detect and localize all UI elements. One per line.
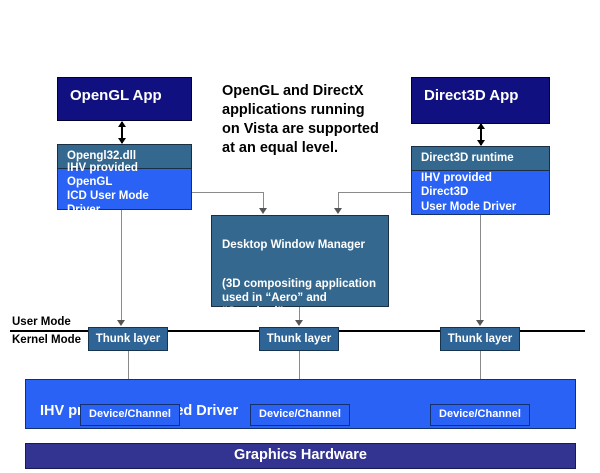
arrowhead-down-direct3d-runtime	[477, 140, 485, 146]
device-channel-box-3: Device/Channel	[430, 404, 530, 426]
graphics-hardware-label: Graphics Hardware	[234, 447, 367, 464]
opengl-icd-user-mode-driver-box: IHV provided OpenGL ICD User Mode Driver	[57, 162, 192, 216]
device-channel-box-2: Device/Channel	[250, 404, 350, 426]
connector-thunk2-to-devchan2	[299, 351, 300, 399]
direct3d-user-mode-driver-box: IHV provided Direct3D User Mode Driver	[411, 171, 550, 215]
connector-opengl-app-to-dll	[121, 122, 123, 143]
dwm-title: Desktop Window Manager	[222, 239, 366, 252]
arrowhead-dwm-from-direct3d	[334, 208, 342, 214]
opengl-icd-user-mode-driver-label: IHV provided OpenGL ICD User Mode Driver	[67, 161, 149, 217]
connector-thunk1-to-devchan1	[128, 351, 129, 399]
arrowhead-thunk2	[295, 320, 303, 326]
arrowhead-thunk1	[117, 320, 125, 326]
thunk-layer-label-2: Thunk layer	[266, 332, 332, 345]
direct3d-runtime-label: Direct3D runtime	[421, 152, 514, 165]
device-channel-label-2: Device/Channel	[259, 408, 341, 421]
device-channel-box-1: Device/Channel	[80, 404, 180, 426]
kernel-mode-label: Kernel Mode	[12, 334, 82, 346]
graphics-hardware-band: Graphics Hardware	[25, 443, 576, 469]
thunk-layer-box-2: Thunk layer	[259, 327, 339, 351]
arrowhead-up-opengl-app	[118, 121, 126, 127]
direct3d-runtime-box: Direct3D runtime	[411, 146, 550, 171]
connector-direct3d-app-to-runtime	[480, 124, 482, 145]
connector-opengl-icd-to-dwm-vertical	[263, 192, 264, 210]
thunk-layer-box-1: Thunk layer	[88, 327, 168, 351]
opengl32-dll-box: Opengl32.dll	[57, 144, 192, 169]
opengl32-dll-label: Opengl32.dll	[67, 150, 137, 163]
arrowhead-dwm-from-opengl	[259, 208, 267, 214]
connector-opengl-icd-to-thunk1	[121, 210, 122, 323]
direct3d-user-mode-driver-label: IHV provided Direct3D User Mode Driver	[421, 172, 517, 213]
arrowhead-down-opengl-dll	[118, 138, 126, 144]
user-mode-label: User Mode	[12, 316, 71, 328]
connector-direct3d-umd-to-thunk3	[480, 215, 481, 323]
connector-direct3d-umd-to-dwm-horizontal	[338, 192, 411, 193]
connector-direct3d-umd-to-dwm-vertical	[338, 192, 339, 210]
desktop-window-manager-box: Desktop Window Manager (3D compositing a…	[211, 215, 389, 332]
arrowhead-thunk3	[476, 320, 484, 326]
thunk-layer-label-1: Thunk layer	[95, 332, 161, 345]
opengl-app-box: OpenGL App	[57, 77, 192, 121]
thunk-layer-label-3: Thunk layer	[447, 332, 513, 345]
arrowhead-up-direct3d-app	[477, 123, 485, 129]
direct3d-app-box: Direct3D App	[411, 77, 550, 124]
device-channel-label-1: Device/Channel	[89, 408, 171, 421]
opengl-app-label: OpenGL App	[70, 87, 162, 104]
thunk-layer-box-3: Thunk layer	[440, 327, 520, 351]
connector-thunk3-to-devchan3	[480, 351, 481, 399]
connector-dwm-to-thunk2	[299, 307, 300, 323]
diagram-caption: OpenGL and DirectX applications running …	[222, 83, 379, 157]
connector-opengl-icd-to-dwm-horizontal	[192, 192, 264, 193]
direct3d-app-label: Direct3D App	[424, 87, 519, 104]
device-channel-label-3: Device/Channel	[439, 408, 521, 421]
